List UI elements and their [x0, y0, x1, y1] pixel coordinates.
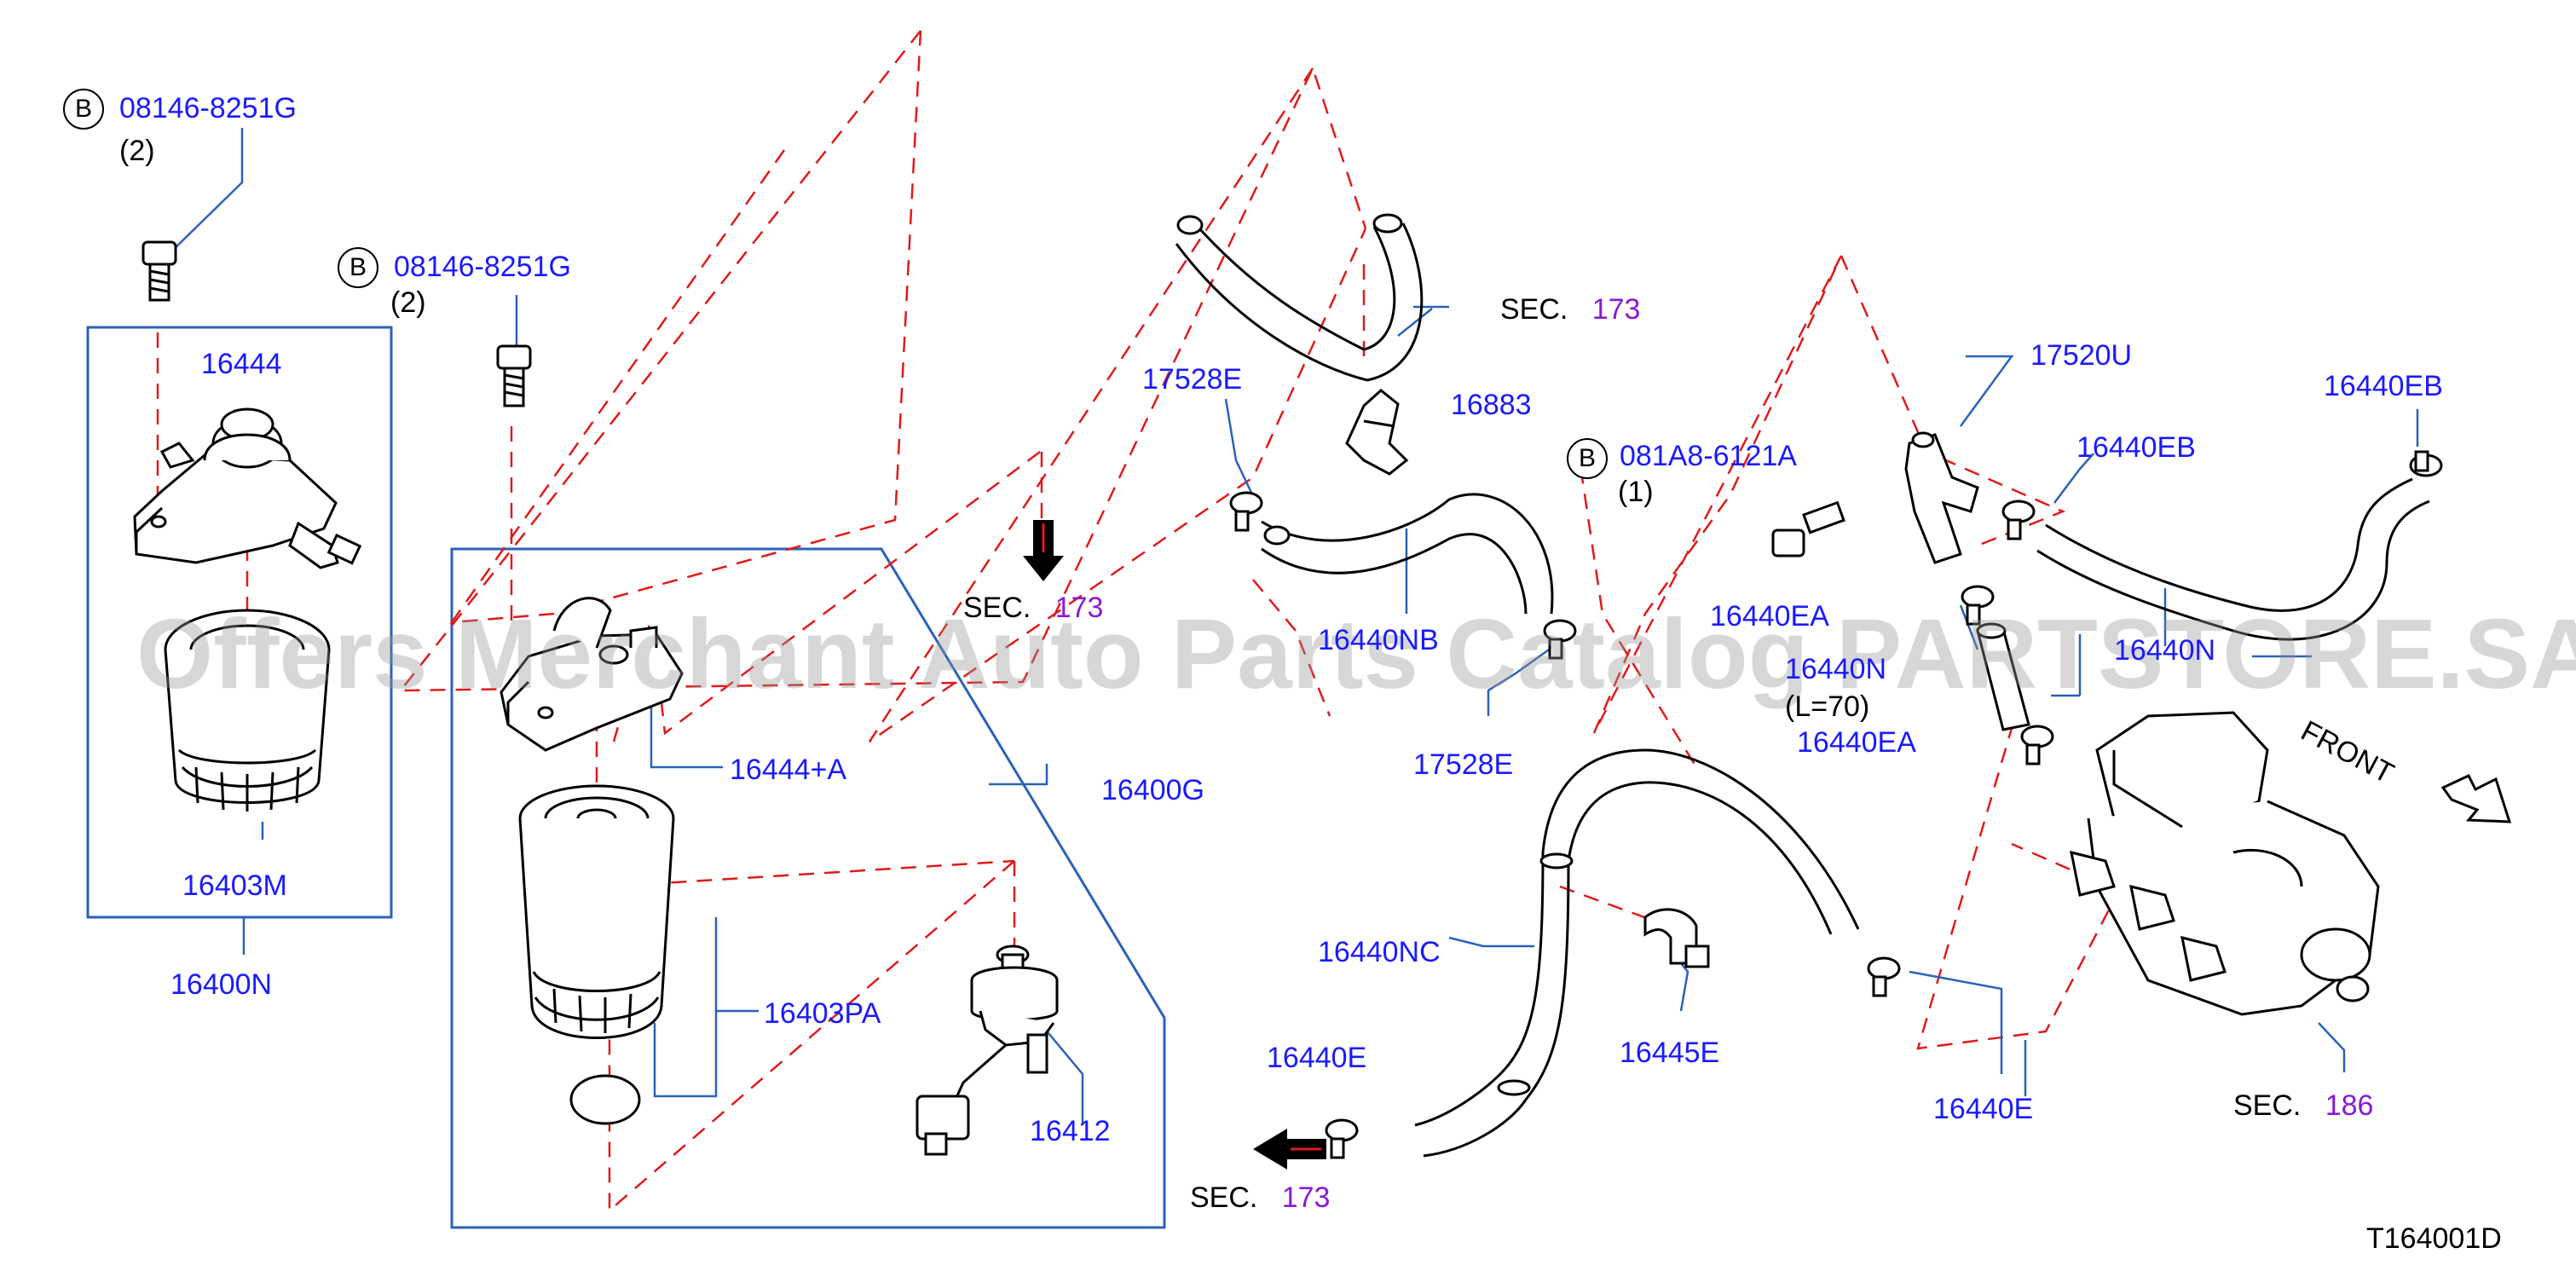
diagram-code: T164001D [2366, 1222, 2502, 1255]
sec-number: 173 [1281, 1181, 1331, 1214]
bolt-callout-badge-3: B [1567, 438, 1608, 479]
qty-label-2: (2) [390, 286, 426, 319]
direction-arrows [1023, 520, 2512, 1170]
section-ref-173-upper[interactable]: SEC. 173 [1500, 295, 1640, 324]
part-16883[interactable]: 16883 [1451, 389, 1532, 421]
sec-word: SEC. [2233, 1089, 2302, 1122]
part-16440N-mid[interactable]: 16440N [1785, 653, 1887, 685]
hose-16440NB [1261, 493, 1554, 615]
part-16400N[interactable]: 16400N [170, 968, 273, 1001]
hose-16440N-mid [1976, 622, 2030, 731]
hose-clamps [1229, 450, 2443, 1159]
clamp-16440EA-bottom [2020, 725, 2054, 765]
part-08146-8251G-1[interactable]: 08146-8251G [119, 92, 297, 124]
bolt-1 [142, 240, 177, 302]
sec-number: 173 [1054, 592, 1104, 624]
part-17528E-bottom[interactable]: 17528E [1413, 748, 1514, 781]
hose-upper-u [1175, 213, 1424, 382]
filter-cartridge-16403M [164, 609, 331, 812]
dash-route-1 [398, 30, 1367, 692]
part-16403M[interactable]: 16403M [182, 869, 287, 902]
sec-number: 186 [2325, 1089, 2374, 1122]
band-16445E [1643, 908, 1710, 968]
clamp-17528E-top [1229, 491, 1263, 532]
clamp-16440EA-top [1961, 585, 1995, 626]
clamp-16440EB-mid [2001, 500, 2036, 540]
bolt-callout-badge-1: B [63, 89, 104, 130]
watermark: Offers Merchant Auto Parts Catalog PARTS… [136, 598, 2576, 709]
part-17520U[interactable]: 17520U [2030, 339, 2133, 372]
part-16403PA[interactable]: 16403PA [764, 997, 881, 1030]
part-16440NB[interactable]: 16440NB [1318, 624, 1439, 656]
injection-pump [2070, 711, 2380, 1016]
bolt-callout-badge-2: B [338, 247, 378, 288]
hose-16440N-right [2036, 477, 2430, 641]
part-16412[interactable]: 16412 [1030, 1115, 1111, 1147]
section-ref-173-mid[interactable]: SEC. 173 [963, 593, 1103, 622]
sec-number: 173 [1591, 293, 1641, 326]
part-08146-8251G-2[interactable]: 08146-8251G [394, 251, 571, 283]
clamp-16440E-right [1867, 956, 1901, 997]
part-16444[interactable]: 16444 [201, 348, 282, 380]
part-16440EA-top[interactable]: 16440EA [1710, 600, 1829, 632]
clamp-16440E-left [1325, 1118, 1359, 1159]
bolt-2 [496, 344, 532, 407]
sec-word: SEC. [963, 592, 1031, 624]
part-16445E[interactable]: 16445E [1620, 1037, 1720, 1069]
leader-lines [166, 128, 2419, 1125]
section-ref-173-lower[interactable]: SEC. 173 [1190, 1183, 1330, 1212]
filter-cartridge-16403PA [518, 784, 675, 1125]
hose-16440NC [1414, 748, 1860, 1158]
arrow-down-sec173 [1023, 520, 1064, 581]
part-081A8-6121A[interactable]: 081A8-6121A [1620, 440, 1797, 472]
part-16440E-left[interactable]: 16440E [1267, 1042, 1367, 1074]
arrow-left-sec173 [1253, 1129, 1326, 1170]
frame-16400N [86, 326, 393, 919]
part-16440E-right[interactable]: 16440E [1933, 1093, 2034, 1125]
part-16440EA-bottom[interactable]: 16440EA [1797, 726, 1916, 759]
tee-joint-17520U [1904, 431, 1979, 564]
part-16444A[interactable]: 16444+A [730, 754, 847, 786]
sensor-16412 [915, 944, 1059, 1156]
sec-word: SEC. [1500, 293, 1568, 326]
part-16440EB-right[interactable]: 16440EB [2324, 370, 2443, 402]
filter-head-16444A [500, 597, 684, 752]
part-16440NC[interactable]: 16440NC [1318, 936, 1441, 968]
qty-label-3: (1) [1618, 476, 1654, 508]
sec-word: SEC. [1190, 1181, 1258, 1214]
part-16400G[interactable]: 16400G [1101, 774, 1204, 806]
section-ref-186[interactable]: SEC. 186 [2233, 1091, 2373, 1120]
length-note: (L=70) [1785, 690, 1870, 723]
bolt-drawings [142, 240, 1845, 557]
clip-16883 [1345, 389, 1409, 476]
part-17528E-top[interactable]: 17528E [1142, 363, 1243, 396]
clamp-16440EB-right [2409, 450, 2443, 477]
filter-head-16444 [133, 407, 362, 569]
o-ring [569, 1074, 641, 1125]
clamp-17528E-bottom [1543, 619, 1577, 660]
bolt-3 [1771, 500, 1845, 557]
part-16440EB-mid[interactable]: 16440EB [2076, 431, 2196, 464]
part-16440N-right[interactable]: 16440N [2114, 634, 2216, 667]
assembly-frames [86, 326, 1166, 1229]
front-arrow-icon [2440, 774, 2512, 823]
qty-label-1: (2) [119, 135, 155, 167]
frame-16400G [450, 547, 1166, 1229]
